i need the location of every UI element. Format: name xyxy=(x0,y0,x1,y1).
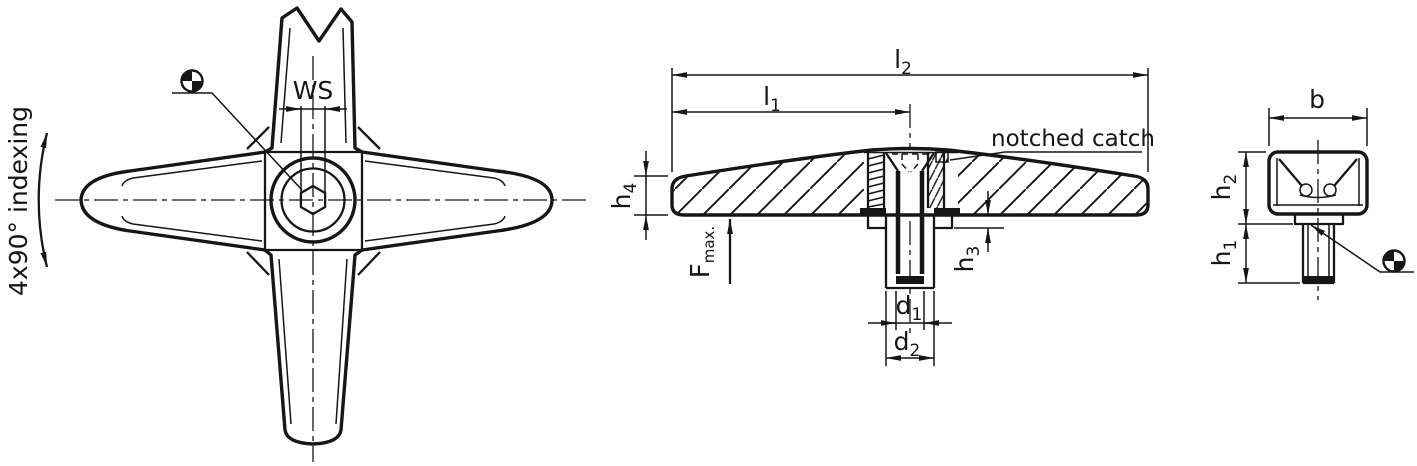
side-stud-thread-lines xyxy=(1307,224,1330,276)
insert-wall-hatch xyxy=(928,152,944,208)
hex-socket xyxy=(299,184,327,216)
dim-label-b: b xyxy=(1309,85,1325,114)
d2-sub: 2 xyxy=(910,341,921,361)
hub-inner-circle xyxy=(280,167,346,233)
right-arm-outline xyxy=(360,150,554,252)
bore-walls xyxy=(895,171,925,274)
l2-sub: 2 xyxy=(901,59,912,79)
l2-base: l xyxy=(894,45,901,74)
b-extension-lines xyxy=(1268,108,1368,146)
top-arm-inner-edges xyxy=(280,27,347,144)
l1-sub: 1 xyxy=(770,96,781,116)
l1-base: l xyxy=(763,82,770,111)
dim-label-h3: h3 xyxy=(950,246,984,273)
bottom-arm-outline xyxy=(263,248,364,446)
right-arm-inner-edges xyxy=(364,160,506,242)
dim-label-ws: WS xyxy=(293,76,334,105)
side-fillet-circle-right xyxy=(1323,183,1337,197)
h2-sub: 2 xyxy=(1221,174,1241,185)
side-stud-end xyxy=(1303,276,1334,283)
ws-extension-lines xyxy=(300,106,326,192)
h4-extension-lines xyxy=(634,175,668,216)
bottom-arm-inner-edges xyxy=(278,258,348,425)
label-indexing: 4x90° indexing xyxy=(4,106,33,296)
countersink-edges xyxy=(885,152,935,172)
dim-label-d2: d2 xyxy=(894,327,921,361)
fmax-sub: max. xyxy=(700,226,718,263)
dim-label-h4: h4 xyxy=(607,183,641,210)
insert-flange-left xyxy=(860,208,886,215)
boss-outline xyxy=(866,215,954,230)
section-view: l2 l1 h4 Fmax. h3 d1 d2 notched catch xyxy=(607,45,1155,366)
stud-outline xyxy=(884,215,936,290)
notched-catch-feature xyxy=(935,151,949,163)
side-arm-diagonals xyxy=(1278,158,1358,187)
side-collar-outline xyxy=(1293,214,1345,226)
front-view: WS 4x90° indexing xyxy=(4,6,590,462)
side-fillet-circle-left xyxy=(1299,183,1313,197)
hub-edge-lines xyxy=(263,150,364,252)
dim-label-l1: l1 xyxy=(763,82,781,116)
dim-label-l2: l2 xyxy=(894,45,912,79)
hub-outer-circle xyxy=(269,156,357,244)
bore-bottom xyxy=(896,276,924,284)
d2-extension-lines xyxy=(885,291,935,366)
dim-label-h1: h1 xyxy=(1207,240,1241,267)
notched-catch-leader xyxy=(949,151,1142,161)
left-arm-outline xyxy=(79,150,267,252)
l2-extension-lines xyxy=(671,68,1149,172)
h4-base: h xyxy=(607,193,636,209)
d2-base: d xyxy=(894,327,910,356)
h1-sub: 1 xyxy=(1221,240,1241,251)
h2-base: h xyxy=(1207,184,1236,200)
h3-sub: 3 xyxy=(964,246,984,257)
side-body-inner-verticals xyxy=(1276,158,1360,206)
label-f-max: Fmax. xyxy=(686,226,718,278)
d1-base: d xyxy=(896,291,912,320)
h3-base: h xyxy=(950,256,979,272)
b-base: b xyxy=(1309,85,1325,114)
section-body-outline xyxy=(670,146,1150,217)
h4-sub: 4 xyxy=(621,183,641,194)
side-view: b h2 h1 xyxy=(1207,85,1414,300)
datum-leader-line xyxy=(172,92,303,191)
side-datum-leader xyxy=(1310,224,1414,273)
side-saddle-curve xyxy=(1299,194,1337,199)
datum-target-icon xyxy=(180,69,204,93)
dim-label-h2: h2 xyxy=(1207,174,1241,201)
left-arm-inner-edges xyxy=(121,160,263,242)
note-notched-catch: notched catch xyxy=(991,126,1155,152)
top-arm-outline-broken xyxy=(263,6,364,154)
datum-target-icon xyxy=(1382,249,1406,273)
hub-fillet-lines xyxy=(246,126,381,276)
fmax-base: F xyxy=(686,263,716,278)
hidden-countersink-lines xyxy=(892,153,928,173)
d1-sub: 1 xyxy=(912,305,923,325)
h1-base: h xyxy=(1207,250,1236,266)
rotation-arc-arrow xyxy=(37,132,49,268)
side-body-outline xyxy=(1267,150,1369,216)
insert-flange-right xyxy=(934,208,960,215)
insert-thread-rungs xyxy=(867,154,885,208)
dim-label-d1: d1 xyxy=(896,291,923,325)
